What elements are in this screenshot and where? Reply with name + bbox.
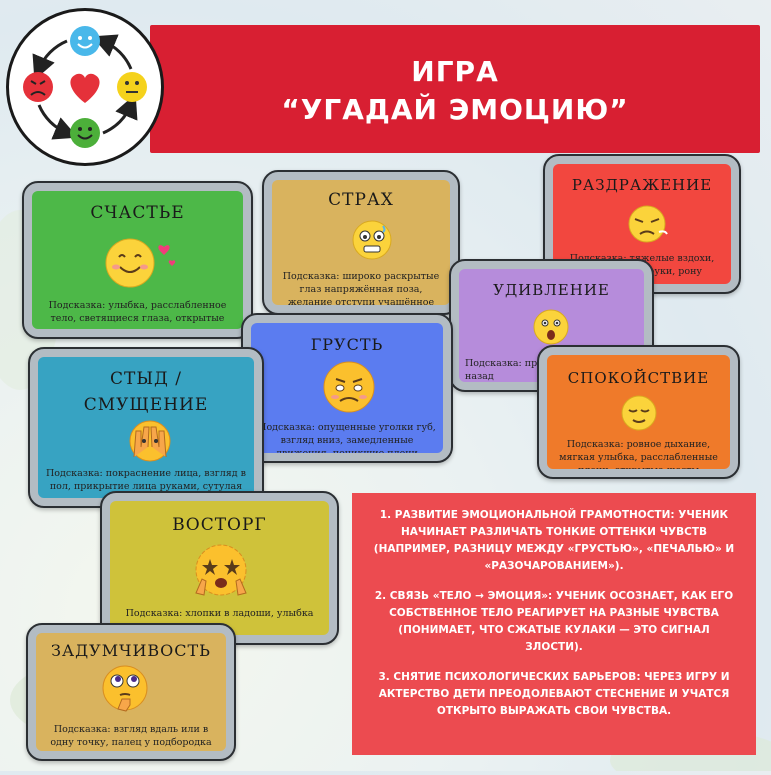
title-line-2: “УГАДАЙ ЭМОЦИЮ” <box>281 93 629 126</box>
title-banner: ИГРА “УГАДАЙ ЭМОЦИЮ” <box>150 25 760 153</box>
card-happiness[interactable]: СЧАСТЬЕ Подсказка: улыбка, расслабленное… <box>22 181 253 339</box>
card-title-2: СМУЩЕНИЕ <box>83 395 209 415</box>
card-hint: Подсказка: взгляд вдаль или в одну точку… <box>50 724 212 751</box>
card-title: СЧАСТЬЕ <box>90 203 185 223</box>
fearful-face-icon <box>352 220 392 260</box>
title-line-1: ИГРА <box>411 55 499 88</box>
happy-icon <box>70 118 100 148</box>
frustrated-face-icon <box>628 205 668 243</box>
neutral-icon <box>117 72 147 102</box>
star-struck-face-icon <box>195 544 247 596</box>
smile-icon <box>70 26 100 56</box>
card-calm[interactable]: СПОКОЙСТВИЕ Подсказка: ровное дыхание, м… <box>537 345 740 479</box>
heart-icon <box>70 73 100 103</box>
relieved-face-icon <box>621 395 657 431</box>
card-title: УДИВЛЕНИЕ <box>493 281 610 299</box>
angry-icon <box>23 72 53 102</box>
card-title: СПОКОЙСТВИЕ <box>567 369 710 387</box>
benefit-2: 2. Связь «Тело → Эмоция»: ученик осознае… <box>374 590 734 653</box>
smiling-face-icon <box>105 238 176 288</box>
emotions-cycle-logo <box>6 8 164 166</box>
card-title: СТРАХ <box>328 190 394 210</box>
benefit-3: 3. Снятие психологических барьеров: чере… <box>378 671 730 717</box>
card-hint: Подсказка: ровное дыхание, мягкая улыбка… <box>559 439 718 469</box>
card-fear[interactable]: СТРАХ Подсказка: широко раскрытые глаз н… <box>262 170 460 315</box>
card-title: СТЫД / <box>109 369 183 389</box>
card-delight[interactable]: ВОСТОРГ Подсказка: хлопки в ладоши, улыб… <box>100 491 339 645</box>
surprised-face-icon <box>533 309 569 345</box>
card-happiness-face: СЧАСТЬЕ Подсказка: улыбка, расслабленное… <box>32 191 243 329</box>
card-hint: Подсказка: хлопки в ладоши, улыбка <box>125 608 314 619</box>
benefit-1: 1. Развитие эмоциональной грамотности: у… <box>373 509 735 572</box>
thinking-face-icon <box>102 665 148 712</box>
card-title: ГРУСТЬ <box>310 335 384 354</box>
card-title: ЗАДУМЧИВОСТЬ <box>51 641 211 660</box>
card-thoughtful[interactable]: ЗАДУМЧИВОСТЬ Подсказка: взгляд вдаль или… <box>26 623 236 761</box>
card-shame[interactable]: СТЫД / СМУЩЕНИЕ Подсказка: покраснение л… <box>28 347 264 508</box>
face-with-hands-icon <box>129 420 171 462</box>
sad-face-icon <box>323 361 375 413</box>
benefits-box: 1. Развитие эмоциональной грамотности: у… <box>352 493 756 755</box>
card-hint: Подсказка: широко раскрытые глаз напряжё… <box>282 271 440 305</box>
card-sadness[interactable]: ГРУСТЬ Подсказка: опущенные уголки губ, … <box>241 313 453 463</box>
card-hint: Подсказка: опущенные уголки губ, взгляд … <box>258 422 436 453</box>
card-hint: Подсказка: улыбка, расслабленное тело, с… <box>48 300 227 329</box>
card-title: РАЗДРАЖЕНИЕ <box>571 176 713 194</box>
card-title: ВОСТОРГ <box>172 515 267 535</box>
